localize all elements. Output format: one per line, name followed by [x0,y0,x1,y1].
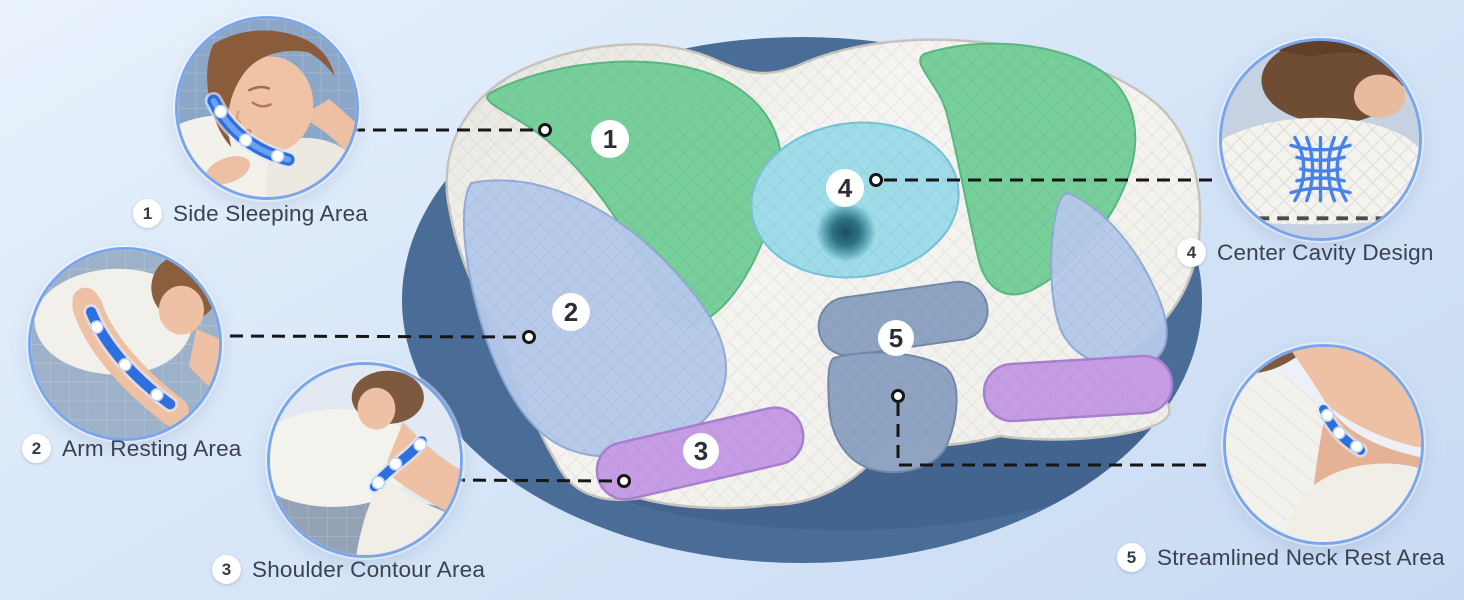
arm-resting-photo [28,247,222,441]
leader-lines [229,128,1217,483]
shoulder-contour-photo [267,362,463,558]
callout-label-3: Shoulder Contour Area [252,556,486,582]
svg-text:4: 4 [838,173,853,203]
callout-label-4: Center Cavity Design [1217,239,1434,265]
zone-badge-1: 1 [591,120,629,158]
callout-badge-4: 4 [1177,238,1206,267]
callout-arm-resting: 2 Arm Resting Area [22,434,242,463]
callout-badge-3: 3 [212,555,241,584]
svg-text:1: 1 [603,124,617,154]
callout-badge-1: 1 [133,199,162,228]
leader-dots [522,123,905,488]
callout-shoulder-contour: 3 Shoulder Contour Area [212,555,485,584]
pillow-texture [446,39,1201,509]
zone-badge-3: 3 [683,433,719,469]
callout-label-5: Streamlined Neck Rest Area [1157,544,1445,570]
callout-center-cavity: 4 Center Cavity Design [1177,238,1434,267]
callout-label-2: Arm Resting Area [62,435,242,461]
svg-text:5: 5 [889,323,903,353]
callout-label-1: Side Sleeping Area [173,200,368,226]
svg-text:3: 3 [694,436,708,466]
leader-line-3 [451,478,616,483]
callout-neck-rest: 5 Streamlined Neck Rest Area [1117,543,1445,572]
zone-badge-2: 2 [552,293,590,331]
leader-line-2 [229,334,521,339]
callout-badge-5: 5 [1117,543,1146,572]
callout-badge-2: 2 [22,434,51,463]
side-sleeping-photo [175,16,359,200]
callout-side-sleeping: 1 Side Sleeping Area [133,199,368,228]
neck-rest-photo [1223,344,1424,545]
svg-text:2: 2 [564,297,578,327]
zone-badge-4: 4 [826,169,864,207]
center-cavity-photo [1219,38,1422,241]
zone-badge-5: 5 [878,320,914,356]
